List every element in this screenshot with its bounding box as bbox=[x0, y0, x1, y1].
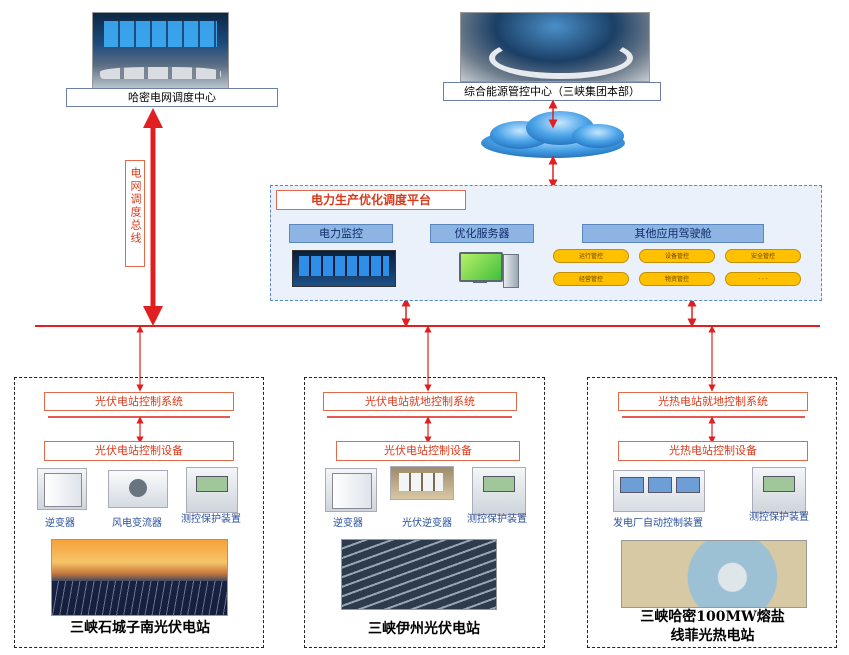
station-3-equip-label-1: 发电厂自动控制装置 bbox=[613, 518, 703, 529]
power-monitor-screen bbox=[292, 250, 396, 287]
station-1-panel bbox=[14, 377, 264, 648]
station-1-converter-photo bbox=[108, 470, 168, 508]
station-1-equip-label-3: 测控保护装置 bbox=[181, 514, 241, 525]
energy-control-center-photo bbox=[460, 12, 650, 82]
app-materials[interactable]: 物资管控 bbox=[639, 272, 715, 286]
station-1-system: 光伏电站控制系统 bbox=[44, 392, 234, 411]
station-2-device: 光伏电站控制设备 bbox=[336, 441, 520, 461]
app-equipment[interactable]: 设备管控 bbox=[639, 249, 715, 263]
app-operation[interactable]: 运行管控 bbox=[553, 249, 629, 263]
station-1-equip-label-2: 风电变流器 bbox=[112, 518, 162, 529]
station-2-pv-inverter-photo bbox=[390, 466, 454, 500]
station-1-protection-photo bbox=[186, 467, 238, 513]
station-3-photo bbox=[621, 540, 807, 608]
station-2-equip-label-3: 测控保护装置 bbox=[467, 514, 527, 525]
tab-optimization-server[interactable]: 优化服务器 bbox=[430, 224, 534, 243]
station-2-name: 三峡伊州光伏电站 bbox=[368, 621, 480, 637]
server-computer-icon bbox=[459, 250, 519, 288]
station-3-equip-label-2: 测控保护装置 bbox=[749, 512, 809, 523]
station-3-panel bbox=[587, 377, 837, 648]
grid-dispatch-center-label: 哈密电网调度中心 bbox=[66, 88, 278, 107]
tab-power-monitor[interactable]: 电力监控 bbox=[289, 224, 393, 243]
station-1-inverter-photo bbox=[37, 468, 87, 510]
station-1-equip-label-1: 逆变器 bbox=[45, 518, 75, 529]
app-business[interactable]: 经营管控 bbox=[553, 272, 629, 286]
tab-other-cockpit[interactable]: 其他应用驾驶舱 bbox=[582, 224, 764, 243]
station-3-protection-photo bbox=[752, 467, 806, 513]
app-more[interactable]: · · · bbox=[725, 272, 801, 286]
dispatch-bus-label: 电网调度总线 bbox=[125, 160, 145, 267]
grid-dispatch-center-photo bbox=[92, 12, 229, 89]
station-3-name-line-1: 三峡哈密100MW熔盐 bbox=[640, 609, 785, 625]
station-2-system: 光伏电站就地控制系统 bbox=[323, 392, 517, 411]
station-2-equip-label-2: 光伏逆变器 bbox=[402, 518, 452, 529]
cloud-icon bbox=[481, 111, 625, 158]
station-2-photo bbox=[341, 539, 497, 610]
station-3-name-line-2: 线菲光热电站 bbox=[670, 628, 755, 644]
station-3-auto-control-photo bbox=[613, 470, 705, 512]
station-2-inverter-photo bbox=[325, 468, 377, 512]
station-2-equip-label-1: 逆变器 bbox=[333, 518, 363, 529]
station-2-panel bbox=[304, 377, 545, 648]
station-3-system: 光热电站就地控制系统 bbox=[618, 392, 808, 411]
station-1-name: 三峡石城子南光伏电站 bbox=[70, 620, 210, 636]
station-1-device: 光伏电站控制设备 bbox=[44, 441, 234, 461]
station-2-protection-photo bbox=[472, 467, 526, 515]
app-safety[interactable]: 安全管控 bbox=[725, 249, 801, 263]
station-1-photo bbox=[51, 539, 228, 616]
platform-title: 电力生产优化调度平台 bbox=[276, 190, 466, 210]
station-3-device: 光热电站控制设备 bbox=[618, 441, 808, 461]
